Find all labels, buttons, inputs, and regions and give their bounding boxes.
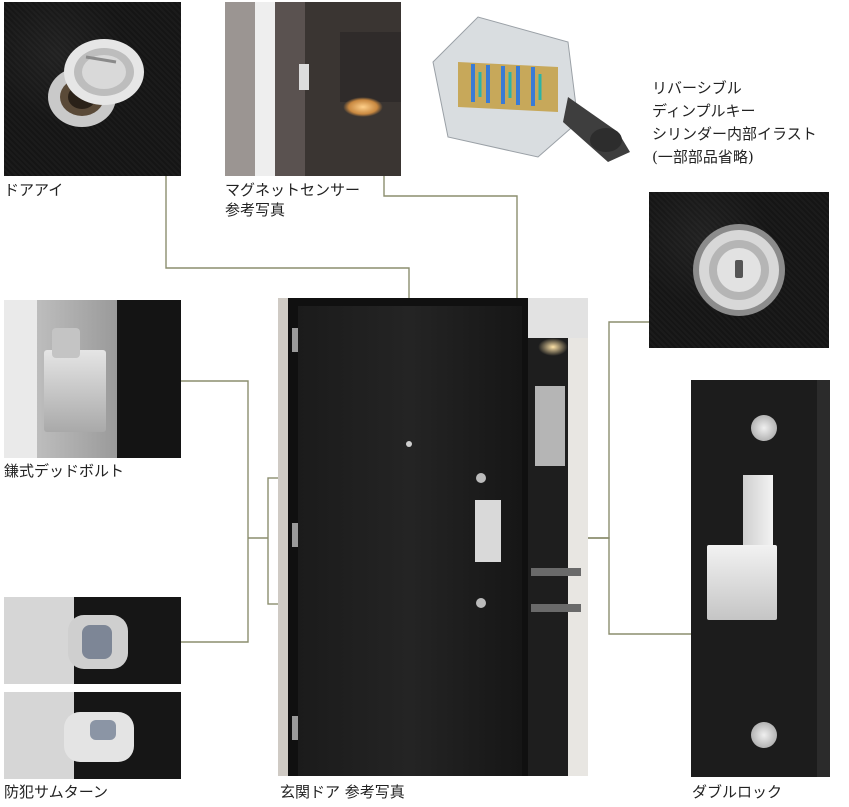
door-eye-caption: ドアアイ (4, 181, 64, 199)
entrance-door-photo (278, 298, 588, 776)
cylinder-caption-3: シリンダー内部イラスト (652, 125, 817, 143)
cylinder-illustration (418, 2, 640, 170)
cylinder-caption-2: ディンプルキー (652, 102, 756, 120)
cylinder-caption-4: (一部部品省略) (652, 148, 754, 166)
lower-cylinder-icon (751, 722, 777, 748)
double-lock-caption: ダブルロック (692, 783, 783, 801)
lock-cylinder-icon (693, 224, 785, 316)
door-eye-icon (48, 39, 144, 127)
deadbolt-photo (4, 300, 181, 458)
upper-cylinder-icon (751, 415, 777, 441)
handle-icon (707, 545, 777, 620)
deadbolt-caption: 鎌式デッドボルト (4, 462, 125, 480)
cylinder-caption-1: リバーシブル (652, 79, 742, 97)
thumb-turn-photo-1 (4, 597, 181, 684)
door-viewer-icon (406, 441, 412, 447)
entrance-door-caption: 玄関ドア 参考写真 (280, 783, 405, 801)
door-eye-photo (4, 2, 181, 176)
cylinder-lock-photo (649, 192, 829, 348)
cylinder-cutaway-icon (432, 16, 630, 162)
double-lock-photo (691, 380, 830, 777)
thumb-turn-caption: 防犯サムターン (4, 783, 108, 801)
lower-lock-icon (476, 598, 486, 608)
magnet-sensor-caption-2: 参考写真 (225, 201, 286, 219)
thumb-turn-photo-2 (4, 692, 181, 779)
upper-lock-icon (476, 473, 486, 483)
magnet-sensor-photo (225, 2, 401, 176)
magnet-sensor-caption-1: マグネットセンサー (225, 181, 361, 199)
